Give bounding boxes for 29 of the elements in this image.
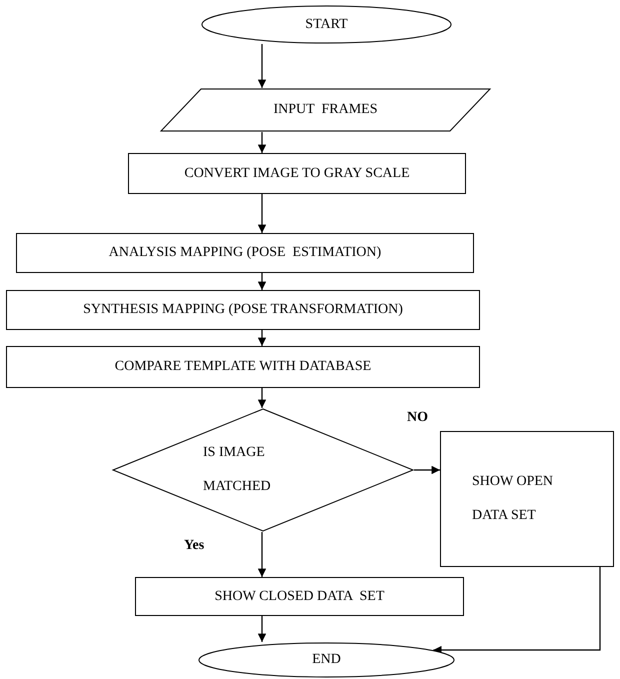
input-parallelogram <box>160 88 491 132</box>
arrow <box>258 330 266 346</box>
process-box <box>16 233 474 273</box>
process-box <box>135 577 464 616</box>
arrow <box>433 567 601 654</box>
arrow <box>258 616 266 642</box>
arrow <box>258 273 266 290</box>
arrow <box>258 44 266 88</box>
node-label: START <box>305 16 348 32</box>
arrow <box>258 194 266 233</box>
node-label: COMPARE TEMPLATE WITH DATABASE <box>114 359 372 375</box>
node-label: INPUT FRAMES <box>274 102 378 118</box>
arrow <box>258 388 266 408</box>
process-box <box>6 290 480 330</box>
node-label: SHOW CLOSED DATA SET <box>214 588 384 604</box>
node-label: CONVERT IMAGE TO GRAY SCALE <box>184 166 410 182</box>
arrow <box>258 532 266 577</box>
node-label: IS IMAGE MATCHED <box>203 444 272 496</box>
arrow <box>414 466 440 474</box>
arrow <box>258 132 266 153</box>
process-box <box>6 346 480 388</box>
terminal-ellipse <box>198 642 455 678</box>
node-label: END <box>312 652 341 668</box>
node-label: SYNTHESIS MAPPING (POSE TRANSFORMATION) <box>83 302 403 318</box>
node-label: SHOW OPEN DATA SET <box>472 473 554 525</box>
process-box <box>128 153 466 194</box>
process-box <box>440 431 614 567</box>
node-label: ANALYSIS MAPPING (POSE ESTIMATION) <box>108 245 382 261</box>
terminal-ellipse <box>201 5 452 44</box>
